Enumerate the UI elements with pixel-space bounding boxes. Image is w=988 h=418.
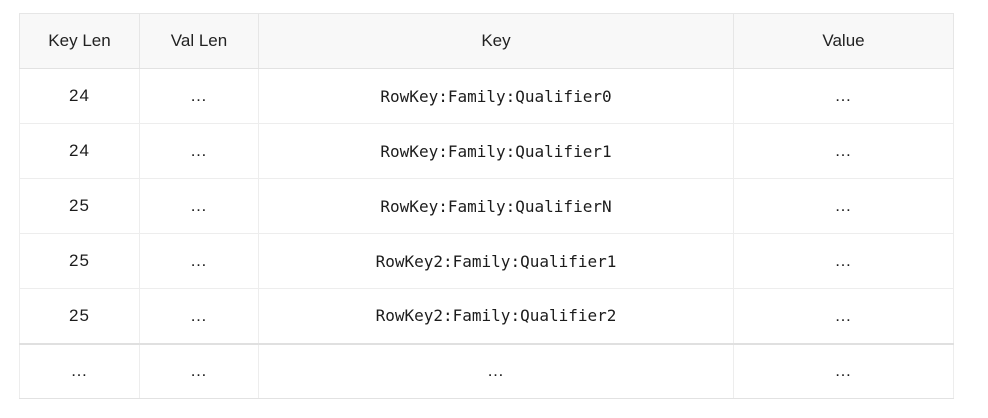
table-row: 25 … RowKey2:Family:Qualifier1 … (19, 233, 954, 289)
table-row: 24 … RowKey:Family:Qualifier0 … (19, 68, 954, 124)
table-row-continuation: … … … … (19, 342, 954, 399)
cell-val-len: … (139, 68, 259, 124)
table-row: 25 … RowKey:Family:QualifierN … (19, 178, 954, 234)
cell-key-len: … (19, 342, 140, 399)
cell-val-len: … (139, 288, 259, 344)
cell-value: … (733, 68, 954, 124)
cell-key: … (258, 342, 734, 399)
table-row: 25 … RowKey2:Family:Qualifier2 … (19, 288, 954, 344)
cell-key-len: 24 (19, 68, 140, 124)
cell-key: RowKey:Family:Qualifier0 (258, 68, 734, 124)
column-header-key-len[interactable]: Key Len (19, 13, 140, 69)
cell-value: … (733, 288, 954, 344)
cell-key: RowKey2:Family:Qualifier2 (258, 288, 734, 344)
cell-val-len: … (139, 233, 259, 289)
column-header-key[interactable]: Key (258, 13, 734, 69)
hfile-keyvalue-table: Key Len Val Len Key Value 24 … RowKey:Fa… (19, 13, 954, 399)
table-body: 24 … RowKey:Family:Qualifier0 … 24 … Row… (19, 68, 954, 399)
cell-key-len: 24 (19, 123, 140, 179)
cell-value: … (733, 233, 954, 289)
column-header-val-len[interactable]: Val Len (139, 13, 259, 69)
table-header: Key Len Val Len Key Value (19, 13, 954, 69)
table-row: 24 … RowKey:Family:Qualifier1 … (19, 123, 954, 179)
column-header-value[interactable]: Value (733, 13, 954, 69)
cell-key: RowKey:Family:QualifierN (258, 178, 734, 234)
cell-value: … (733, 342, 954, 399)
cell-value: … (733, 123, 954, 179)
cell-val-len: … (139, 342, 259, 399)
cell-val-len: … (139, 178, 259, 234)
cell-val-len: … (139, 123, 259, 179)
table-header-row: Key Len Val Len Key Value (19, 13, 954, 69)
cell-key: RowKey2:Family:Qualifier1 (258, 233, 734, 289)
cell-value: … (733, 178, 954, 234)
cell-key-len: 25 (19, 288, 140, 344)
cell-key: RowKey:Family:Qualifier1 (258, 123, 734, 179)
cell-key-len: 25 (19, 233, 140, 289)
cell-key-len: 25 (19, 178, 140, 234)
